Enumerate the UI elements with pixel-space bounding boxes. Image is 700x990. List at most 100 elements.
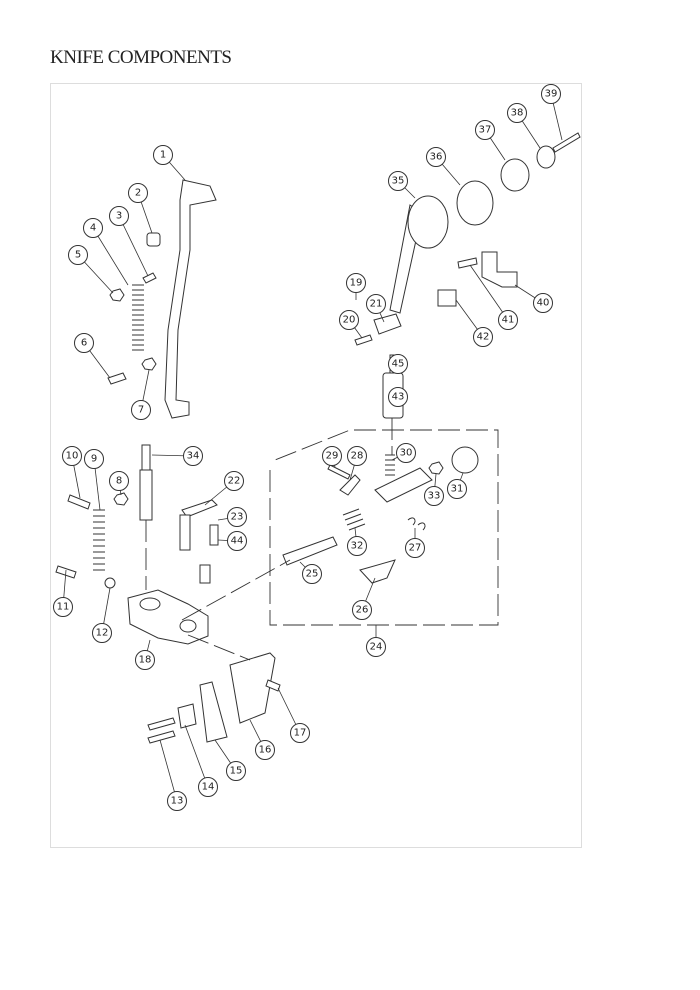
part-callout-35: 35 — [388, 171, 408, 191]
nut-7 — [141, 357, 157, 371]
washer-38 — [536, 145, 556, 169]
bracket-21 — [373, 313, 402, 335]
part-callout-33: 33 — [424, 486, 444, 506]
part-callout-42: 42 — [473, 327, 493, 347]
knife-26 — [359, 559, 396, 584]
callout-circle — [109, 206, 129, 226]
pin-29 — [327, 464, 351, 480]
screw-13b — [147, 730, 176, 744]
arm-22 — [181, 499, 218, 518]
callout-circle — [388, 387, 408, 407]
part-callout-13: 13 — [167, 791, 187, 811]
callout-circle — [227, 507, 247, 527]
part-callout-5: 5 — [68, 245, 88, 265]
callout-circle — [498, 310, 518, 330]
callout-number: 11 — [57, 602, 70, 613]
part-callout-30: 30 — [396, 443, 416, 463]
callout-circle — [533, 293, 553, 313]
callout-number: 25 — [306, 569, 319, 580]
part-callout-43: 43 — [388, 387, 408, 407]
callout-number: 10 — [66, 451, 79, 462]
callout-number: 41 — [502, 315, 515, 326]
callout-number: 28 — [351, 451, 364, 462]
block-hole-2 — [179, 619, 197, 633]
callouts: 1234567891011121314151617181920212223242… — [53, 84, 561, 811]
part-callout-17: 17 — [290, 723, 310, 743]
callout-circle — [227, 531, 247, 551]
callout-circle — [153, 145, 173, 165]
callout-circle — [352, 600, 372, 620]
callout-number: 42 — [477, 332, 490, 343]
lever-28 — [339, 474, 361, 496]
part-callout-45: 45 — [388, 354, 408, 374]
part-callout-25: 25 — [302, 564, 322, 584]
callout-circle — [92, 623, 112, 643]
part-callout-8: 8 — [109, 471, 129, 491]
callout-number: 4 — [90, 223, 96, 234]
callout-number: 32 — [351, 541, 364, 552]
dashed-assembly-outline — [145, 418, 499, 661]
callout-circle — [302, 564, 322, 584]
part-callout-9: 9 — [84, 449, 104, 469]
callout-circle — [447, 479, 467, 499]
callout-number: 1 — [160, 150, 166, 161]
callout-circle — [396, 443, 416, 463]
callout-number: 33 — [428, 491, 441, 502]
callout-number: 43 — [392, 392, 405, 403]
knife-15 — [199, 681, 228, 743]
callout-circle — [346, 273, 366, 293]
part-callout-12: 12 — [92, 623, 112, 643]
callout-number: 20 — [343, 315, 356, 326]
callout-number: 26 — [356, 605, 369, 616]
part-callout-32: 32 — [347, 536, 367, 556]
screw-6 — [107, 372, 127, 385]
callout-circle — [424, 486, 444, 506]
callout-number: 30 — [400, 448, 413, 459]
screw-lower — [199, 564, 211, 584]
callout-circle — [198, 777, 218, 797]
block-42 — [437, 289, 457, 307]
callout-number: 36 — [430, 152, 443, 163]
callout-number: 18 — [139, 655, 152, 666]
shaft-25 — [282, 536, 338, 566]
part-callout-1: 1 — [153, 145, 173, 165]
clip-27 — [407, 517, 426, 531]
pulley-35 — [407, 195, 449, 249]
shaft-34-tip — [141, 444, 151, 471]
nut-33 — [428, 461, 444, 475]
callout-circle — [255, 740, 275, 760]
bearing-36 — [456, 180, 494, 226]
callout-number: 29 — [326, 451, 339, 462]
bracket-40 — [481, 251, 518, 288]
part-callout-29: 29 — [322, 446, 342, 466]
callout-circle — [183, 446, 203, 466]
part-callout-27: 27 — [405, 538, 425, 558]
callout-circle — [347, 536, 367, 556]
part-callout-21: 21 — [366, 294, 386, 314]
nut-8 — [113, 492, 129, 506]
callout-number: 2 — [135, 188, 141, 199]
leader-line — [92, 227, 129, 286]
callout-number: 31 — [451, 484, 464, 495]
pin-39 — [552, 132, 581, 153]
part-callout-37: 37 — [475, 120, 495, 140]
leader-line — [469, 264, 509, 321]
part-callout-6: 6 — [74, 333, 94, 353]
part-callout-11: 11 — [53, 597, 73, 617]
spring-left-upper — [132, 284, 144, 351]
block-hole — [139, 597, 161, 611]
part-callout-2: 2 — [128, 183, 148, 203]
callout-circle — [339, 310, 359, 330]
part-callout-34: 34 — [183, 446, 203, 466]
callout-circle — [109, 471, 129, 491]
nut-5 — [109, 288, 125, 302]
screw-44 — [209, 524, 219, 546]
callout-circle — [405, 538, 425, 558]
callout-circle — [388, 354, 408, 374]
screw-3 — [142, 272, 157, 284]
spring-30 — [385, 454, 395, 476]
knife-holder-block — [127, 589, 209, 645]
screw-10 — [67, 494, 91, 510]
part-callout-23: 23 — [227, 507, 247, 527]
